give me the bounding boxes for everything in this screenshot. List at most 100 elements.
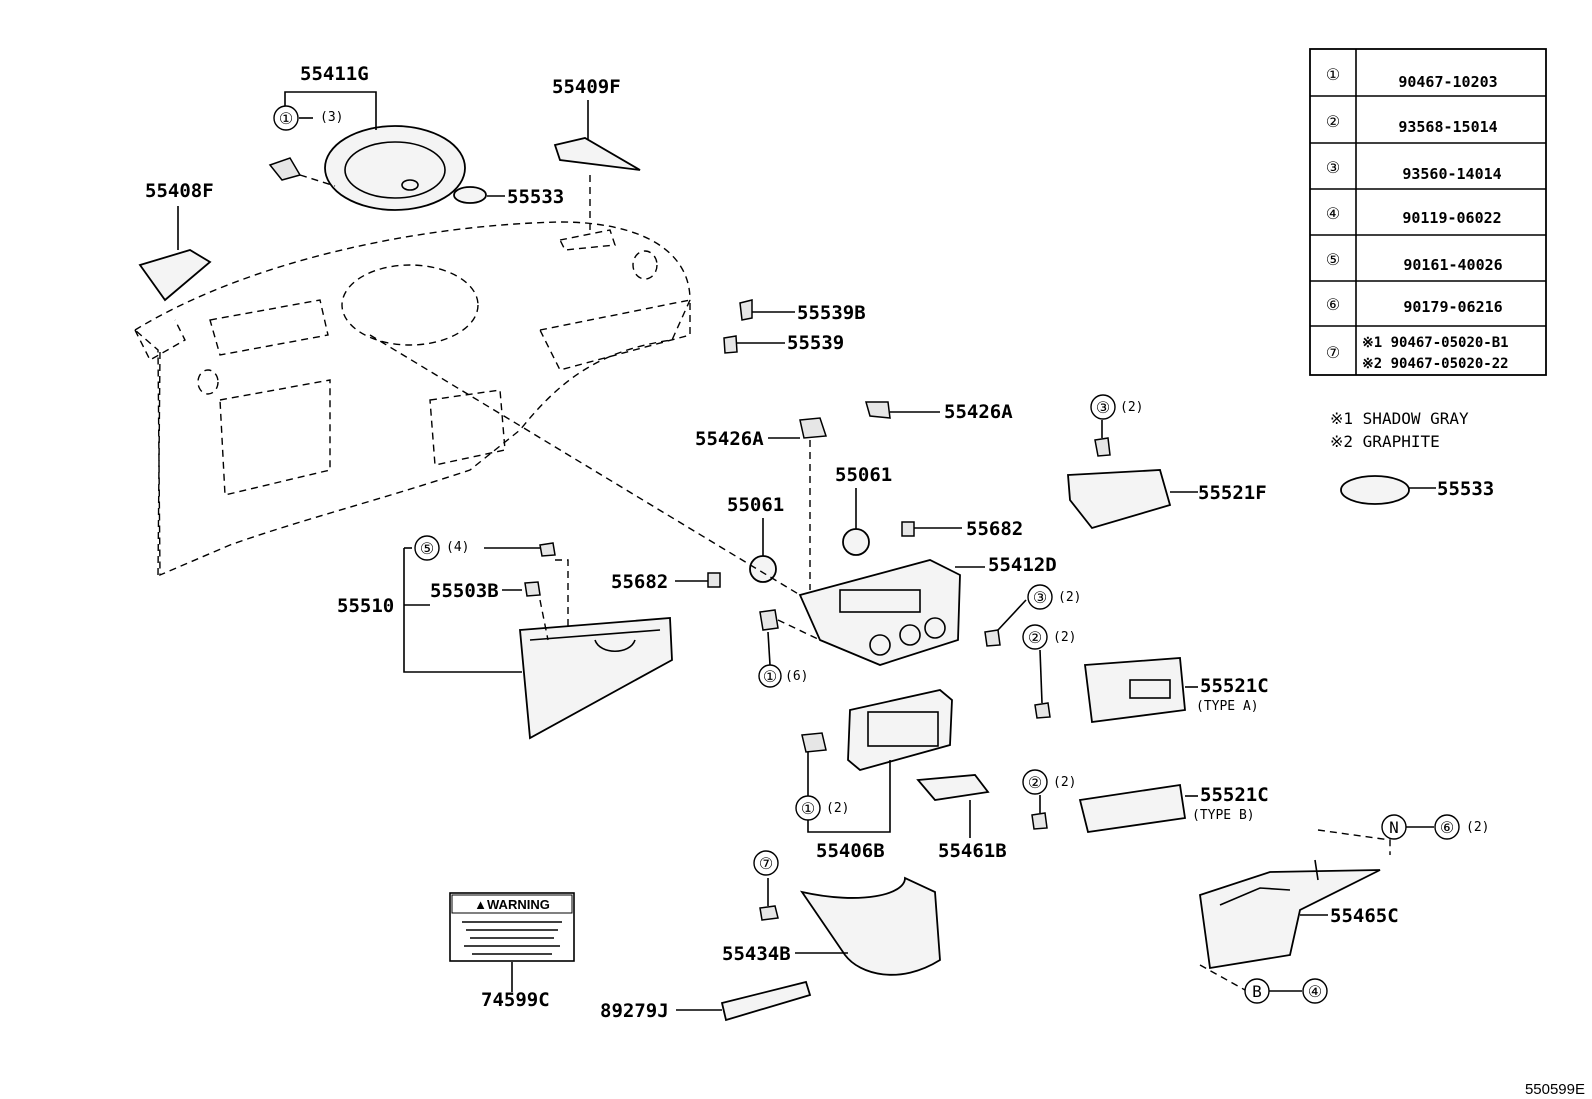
legend-number-1: 90467-10203	[1398, 73, 1497, 91]
label-55426A-left: 55426A	[695, 428, 764, 450]
side-cover-55408F	[138, 249, 212, 302]
screw-3-mid	[984, 629, 1001, 647]
legend-key-1: ①	[1326, 65, 1340, 84]
clip-55539B	[739, 299, 753, 321]
note-graphite: ※2 GRAPHITE	[1330, 432, 1440, 451]
callout-1-3: ①	[279, 109, 293, 128]
label-type-b: (TYPE B)	[1192, 808, 1255, 823]
legend-key-3: ③	[1326, 158, 1340, 177]
label-55539: 55539	[787, 332, 844, 354]
note-shadow-gray: ※1 SHADOW GRAY	[1330, 409, 1469, 428]
callout-3-top: ③	[1096, 398, 1110, 417]
legend-number-7b: ※2 90467-05020-22	[1362, 356, 1509, 372]
callout-B: B	[1252, 982, 1262, 1001]
label-55533-right: 55533	[1437, 478, 1494, 500]
label-74599C: 74599C	[481, 989, 550, 1011]
cluster-hood-part	[268, 125, 466, 211]
knob-55061-right	[842, 528, 870, 556]
legend-number-2: 93568-15014	[1398, 118, 1497, 136]
legend-table: ① 90467-10203 ② 93568-15014 ③ 93560-1401…	[1309, 48, 1547, 376]
legend-key-7: ⑦	[1326, 343, 1340, 362]
label-type-a: (TYPE A)	[1196, 699, 1259, 714]
label-55465C: 55465C	[1330, 905, 1399, 927]
screw-5	[539, 542, 556, 557]
label-55682-left: 55682	[611, 571, 668, 593]
callouts: ① (3) ③ (2) ⑤ (4) ③ (2) ② (2) ① (6) ② (2…	[273, 105, 1489, 1004]
callout-N: N	[1389, 818, 1399, 837]
part-55682-left	[707, 572, 721, 588]
label-55061-left: 55061	[727, 494, 784, 516]
clip-1-2	[801, 732, 827, 753]
callout-circle-3-top	[1090, 394, 1116, 420]
legend-number-3: 93560-14014	[1402, 165, 1501, 183]
label-55521F: 55521F	[1198, 482, 1267, 504]
label-55461B: 55461B	[938, 840, 1007, 862]
callout-6: ⑥	[1440, 818, 1454, 837]
callout-qty-2-a: (2)	[1053, 630, 1076, 645]
screw-2-b	[1031, 812, 1048, 830]
legend-number-5: 90161-40026	[1403, 256, 1502, 274]
callout-qty-3-top: (2)	[1120, 400, 1143, 415]
callout-qty-1-2: (2)	[826, 801, 849, 816]
label-55521C-b: 55521C	[1200, 784, 1269, 806]
clip-7	[759, 905, 779, 921]
label-55409F: 55409F	[552, 76, 621, 98]
instrument-panel-drawing	[133, 221, 691, 577]
callout-4: ④	[1308, 982, 1322, 1001]
label-55503B: 55503B	[430, 580, 499, 602]
cover-55434B	[799, 876, 941, 976]
clip-55539	[723, 335, 738, 354]
callout-circle-4	[1302, 978, 1328, 1004]
callout-circle-1-3	[273, 105, 299, 131]
label-55533-top: 55533	[507, 186, 564, 208]
label-55434B: 55434B	[722, 943, 791, 965]
box-55521C-type-b	[1078, 783, 1187, 834]
screw-55503B	[524, 581, 541, 597]
callout-1-6: ①	[763, 667, 777, 686]
bracket-55426A-top	[865, 401, 891, 419]
label-55426A-top: 55426A	[944, 401, 1013, 423]
screw-2-a	[1034, 702, 1051, 719]
callout-circle-2-b	[1022, 769, 1048, 795]
screw-3-top	[1094, 437, 1111, 457]
label-89279J: 89279J	[600, 1000, 669, 1022]
panel-cover-55409F	[553, 137, 641, 171]
callout-circle-7	[753, 850, 779, 876]
callout-1-2: ①	[801, 799, 815, 818]
bracket-55426A-left	[799, 417, 828, 439]
heater-control-panel-55412D	[798, 559, 961, 666]
tray-55461B	[916, 774, 990, 801]
callout-qty-3-mid: (2)	[1058, 590, 1081, 605]
label-55411G: 55411G	[300, 63, 369, 85]
part-55682-right	[901, 521, 915, 537]
trim-89279J	[720, 980, 812, 1022]
label-55539B: 55539B	[797, 302, 866, 324]
box-55521C-type-a	[1083, 657, 1186, 724]
callout-circle-1-6	[758, 664, 782, 688]
part-labels: 55411G 55409F 55408F 55533 55539B 55539 …	[145, 63, 1494, 1022]
callout-qty-5: (4)	[446, 540, 469, 555]
bracket-55465C	[1199, 859, 1381, 970]
label-55682-right: 55682	[966, 518, 1023, 540]
label-55521C-a: 55521C	[1200, 675, 1269, 697]
callout-qty-6: (2)	[1466, 820, 1489, 835]
callout-2-b: ②	[1028, 773, 1042, 792]
callout-circle-2-a	[1022, 624, 1048, 650]
callout-circle-3-mid	[1027, 584, 1053, 610]
callout-5: ⑤	[420, 539, 434, 558]
pad-55533	[453, 186, 487, 204]
legend-key-4: ④	[1326, 204, 1340, 223]
diagram-id: 550599E	[1525, 1081, 1585, 1098]
callout-3-mid: ③	[1033, 588, 1047, 607]
callout-7: ⑦	[759, 854, 773, 873]
label-55061-right: 55061	[835, 464, 892, 486]
clip-1-6	[759, 609, 779, 631]
bezel-55406B	[847, 689, 953, 771]
legend-key-2: ②	[1326, 112, 1340, 131]
legend-key-6: ⑥	[1326, 295, 1340, 314]
label-55510: 55510	[337, 595, 394, 617]
legend-number-7a: ※1 90467-05020-B1	[1362, 335, 1509, 351]
label-55408F: 55408F	[145, 180, 214, 202]
glove-box-55510	[519, 617, 673, 740]
